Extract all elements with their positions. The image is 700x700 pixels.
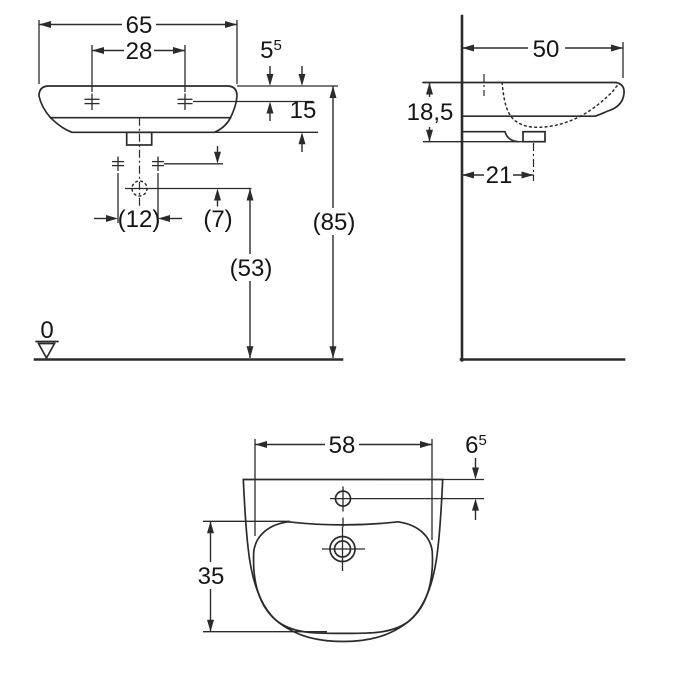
bowl-hidden-contour <box>501 81 619 128</box>
dim-label-12: (12) <box>118 206 161 233</box>
dim-depth: 50 <box>462 36 624 78</box>
side-view: 50 18,5 21 <box>407 14 626 362</box>
arrow-up-icon <box>329 86 337 98</box>
arrow-down-icon <box>214 151 221 164</box>
arrow-left-icon <box>39 21 51 28</box>
dim-label-35: 35 <box>198 563 225 590</box>
trap-connection <box>522 130 546 143</box>
dim-label-6-5: 65 <box>465 432 487 459</box>
arrow-right-icon <box>521 171 534 179</box>
arrow-right-icon <box>225 21 237 28</box>
arrow-up-icon <box>246 188 254 201</box>
tap-hole-symbol-right <box>177 93 193 110</box>
front-view: 65 28 <box>33 12 356 361</box>
dim-drain-to-wall: 21 <box>462 162 534 189</box>
datum-label-0: 0 <box>40 317 53 344</box>
datum-triangle-icon <box>37 342 56 360</box>
arrow-up-icon <box>298 132 306 145</box>
dim-bowl-depth: 35 <box>198 520 327 633</box>
dim-drain-height: (53) <box>230 188 273 359</box>
arrow-up-icon <box>472 498 479 511</box>
arrow-down-icon <box>329 346 337 359</box>
arrow-right-icon <box>106 215 118 222</box>
dim-fixing-to-drain: (7) <box>203 146 233 233</box>
floor-datum: 0 <box>35 317 59 360</box>
basin-front-outline <box>38 85 238 146</box>
arrow-down-icon <box>298 74 306 86</box>
label-mask <box>124 40 154 61</box>
arrow-left-icon <box>462 44 474 52</box>
label-mask <box>122 13 156 35</box>
arrow-left-icon <box>462 171 474 179</box>
arrow-up-icon <box>207 521 214 534</box>
dim-label-28: 28 <box>126 38 153 65</box>
label-mask <box>120 209 157 229</box>
label-mask <box>484 165 513 185</box>
arrow-down-icon <box>207 619 214 632</box>
arrow-left-icon <box>255 441 267 448</box>
dim-fixing-spacing: (12) <box>94 173 182 233</box>
dim-front-edge-height: 18,5 <box>407 82 523 143</box>
basin-rim-top <box>38 85 238 119</box>
dim-label-53: (53) <box>230 255 273 282</box>
arrow-down-icon <box>266 74 274 86</box>
dim-label-65: 65 <box>126 12 153 39</box>
dim-tap-spacing: 28 <box>91 38 186 92</box>
arrow-right-icon <box>173 47 185 54</box>
dim-bowl-width: 58 <box>254 432 433 540</box>
inner-bowl-curve <box>252 520 434 635</box>
dim-label-58: 58 <box>329 432 356 459</box>
drain-plan-symbol <box>322 527 365 571</box>
dim-label-7: (7) <box>203 206 232 233</box>
fixing-hole-symbol-left <box>112 156 124 171</box>
front-edge-curve <box>594 81 625 118</box>
dim-body-height: 15 <box>290 66 317 152</box>
basin-lower-right <box>213 116 232 134</box>
dim-label-15: 15 <box>290 97 317 124</box>
fixing-hole-symbol-right <box>152 156 164 171</box>
basin-plan-outline <box>242 478 444 643</box>
dim-label-21: 21 <box>486 162 513 189</box>
dim-rim-height: (85) <box>313 86 356 359</box>
basin-side-profile <box>422 74 625 181</box>
dim-label-50: 50 <box>533 36 560 63</box>
tap-hole-symbol-left <box>84 93 100 110</box>
plan-view: 58 65 <box>198 432 487 643</box>
label-mask <box>528 37 565 59</box>
drain-dome-curve <box>504 130 519 143</box>
basin-left-edge <box>38 95 52 119</box>
arrow-left-icon <box>92 47 104 54</box>
arrow-up-icon <box>214 188 221 201</box>
arrow-right-icon <box>420 441 432 448</box>
dim-label-85: (85) <box>313 209 356 236</box>
basin-lower-left <box>49 116 73 134</box>
tap-hole-plan-symbol <box>330 486 484 512</box>
arrow-left-icon <box>158 215 170 222</box>
arrow-up-icon <box>426 82 433 95</box>
label-mask <box>325 434 359 455</box>
arrow-down-icon <box>246 346 254 359</box>
arrow-up-icon <box>266 101 274 114</box>
dim-label-18-5: 18,5 <box>407 99 454 126</box>
arrow-down-icon <box>472 467 479 480</box>
dim-rim-to-tap: 55 <box>260 37 282 121</box>
dim-tap-offset: 65 <box>443 432 487 520</box>
outer-rim-curve <box>242 478 444 643</box>
dim-overall-width: 65 <box>38 12 238 84</box>
arrow-right-icon <box>611 44 623 52</box>
arrow-down-icon <box>426 129 433 142</box>
dim-label-5-5: 55 <box>260 37 282 64</box>
